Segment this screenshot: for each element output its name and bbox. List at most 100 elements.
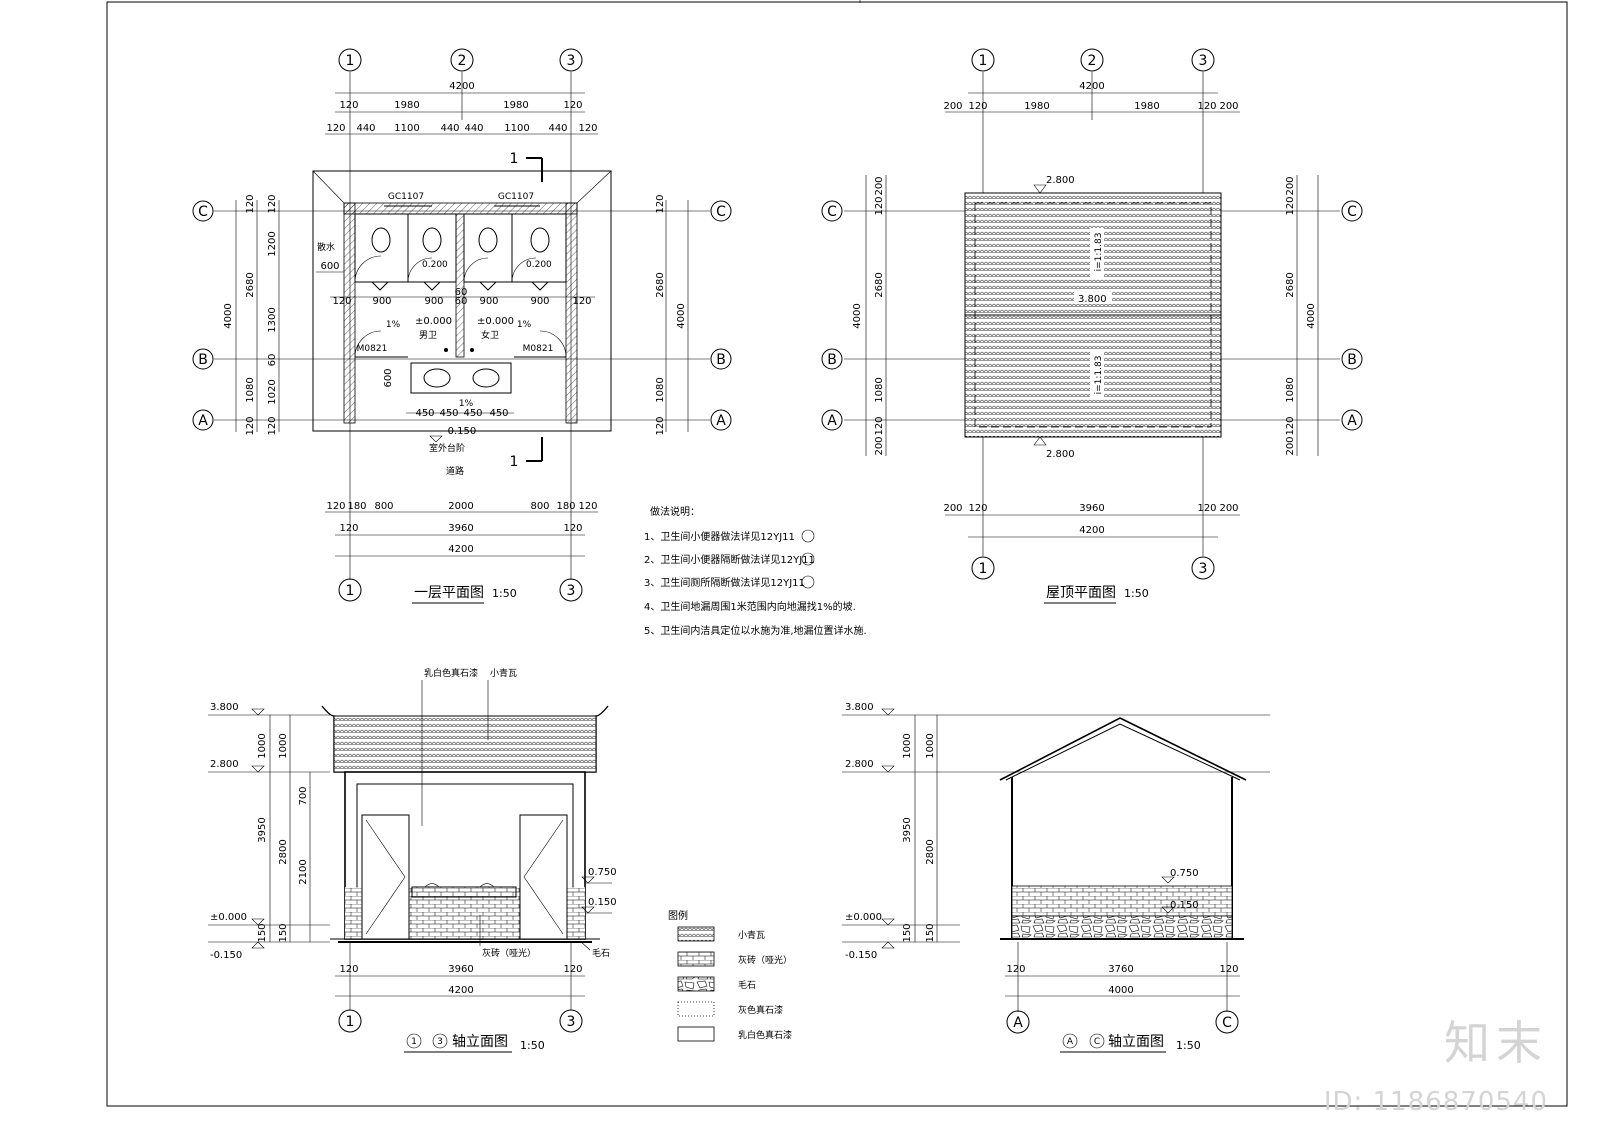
dim-600-ramp: 600 — [320, 261, 339, 272]
dim-120-right-top: 120 — [655, 194, 666, 213]
plan1-title: 一层平面图 — [414, 585, 484, 601]
dim-120-c: 120 — [326, 123, 345, 134]
roof-slope-bottom: i=1:1.83 — [1094, 356, 1104, 395]
elev1-label-tile: 小青瓦 — [490, 667, 517, 679]
stall-1 — [354, 213, 409, 283]
roof-axis-label-3: 3 — [1199, 53, 1208, 69]
stall-door-swing-4 — [511, 257, 537, 283]
axis-bubble-3-bottom — [559, 578, 583, 602]
legend-label-white-stucco: 乳白色真石漆 — [738, 1029, 792, 1041]
legend-swatch-brick — [677, 951, 715, 967]
note-item-2: 2、卫生间小便器隔断做法详见12YJ11 — [644, 553, 815, 566]
axis-label-c-left: C — [198, 204, 208, 220]
elev2-marker-0150 — [1161, 906, 1175, 914]
roof-axis-label-c-right: C — [1347, 204, 1357, 220]
wall-middle — [455, 213, 465, 358]
elev2-dim-2800: 2800 — [925, 839, 936, 864]
elev2-rubble-base — [1011, 915, 1233, 940]
elev2-marker-m0150 — [881, 941, 895, 949]
roof-dim-1080-right: 1080 — [1285, 377, 1296, 402]
note-ref-bubble-3 — [801, 575, 815, 589]
dim-600-counter: 600 — [383, 368, 394, 387]
elev1-dim-120-b: 120 — [563, 964, 582, 975]
elev2-gable-inner — [1005, 723, 1241, 781]
outdoor-step-label: 室外台阶 — [429, 442, 465, 454]
dim-180-a: 180 — [347, 501, 366, 512]
note-item-1: 1、卫生间小便器做法详见12YJ11 — [644, 530, 795, 543]
roof-axis-bubble-1-bottom — [971, 556, 995, 580]
elev2-title-bubble-to — [1089, 1033, 1105, 1049]
dim-440-a: 440 — [356, 123, 375, 134]
roof-axis-label-2: 2 — [1088, 53, 1097, 69]
elev1-axis-label-3: 3 — [567, 1014, 576, 1030]
elev1-dim-700: 700 — [298, 786, 309, 805]
elev2-gable-outer — [999, 717, 1247, 781]
elev1-axis-label-1: 1 — [346, 1014, 355, 1030]
elev2-dim-150-a: 150 — [902, 923, 913, 942]
ridge-elev-3800: 3.800 — [1078, 294, 1107, 305]
elev1-level-3800: 3.800 — [210, 702, 239, 713]
roof-dim-200-left-bot: 200 — [874, 436, 885, 455]
roof-dim-200-c: 200 — [943, 503, 962, 514]
roof-axis-bubble-a-right — [1341, 409, 1363, 431]
elev1-dim-1000-a: 1000 — [257, 733, 268, 758]
elev1-marker-0750 — [581, 876, 595, 884]
slope-label-bg-bottom — [1090, 350, 1104, 400]
dim-120-row-a: 120 — [332, 296, 351, 307]
dim-4000-left: 4000 — [223, 303, 234, 328]
axis-bubble-a-right — [710, 409, 732, 431]
elev1-axis-bubble-1 — [338, 1009, 362, 1033]
watermark-id: ID: 1186870540 — [1323, 1087, 1548, 1117]
elev2-dim-120-b: 120 — [1219, 964, 1238, 975]
slope-1pct-b: 1% — [517, 320, 532, 330]
section-mark-top: 1 — [510, 151, 519, 167]
squat-toilet-1 — [371, 227, 391, 253]
elev2-marker-000 — [881, 918, 895, 926]
wash-counter — [410, 362, 512, 394]
dim-1080-right: 1080 — [655, 377, 666, 402]
roof-eave-outline — [312, 170, 612, 432]
dim-2680-right: 2680 — [655, 272, 666, 297]
wall-east — [565, 202, 578, 424]
elev2-axis-bubble-a — [1006, 1010, 1030, 1034]
wash-basin-1 — [423, 368, 451, 388]
stall-4 — [511, 213, 567, 283]
roof-dim-4000-right: 4000 — [1306, 303, 1317, 328]
elev2-dim-4000: 4000 — [1108, 985, 1133, 996]
dim-1980-b: 1980 — [503, 100, 528, 111]
note-ref-bubble-2 — [801, 552, 815, 566]
dim-900-a: 900 — [372, 296, 391, 307]
roof-dim-4200-top: 4200 — [1079, 81, 1104, 92]
dim-450-c: 450 — [463, 408, 482, 419]
elev1-label-brick: 灰砖（哑光） — [482, 947, 536, 959]
dim-1020: 1020 — [267, 379, 278, 404]
urinal-2 — [423, 281, 441, 291]
wash-basin-2 — [472, 368, 500, 388]
roof-axis-label-b-right: B — [1347, 352, 1357, 368]
dim-900-b: 900 — [424, 296, 443, 307]
elev1-dim-120-a: 120 — [339, 964, 358, 975]
roof-axis-label-1-bottom: 1 — [979, 561, 988, 577]
axis-bubble-1 — [338, 48, 362, 72]
axis-bubble-a-left — [192, 409, 214, 431]
roof-axis-bubble-c-right — [1341, 200, 1363, 222]
elev1-door-right-swing — [523, 819, 564, 935]
elev2-title: 轴立面图 — [1108, 1034, 1164, 1050]
urinal-1 — [371, 281, 389, 291]
roof-axis-label-b-left: B — [827, 352, 837, 368]
elev1-level-000: ±0.000 — [210, 912, 247, 923]
roof-axis-bubble-2 — [1080, 48, 1104, 72]
level-marker-2800 — [251, 765, 265, 773]
elev1-dim-2100: 2100 — [298, 859, 309, 884]
legend-title: 图例 — [668, 909, 688, 922]
construction-notes: 做法说明： 1、卫生间小便器做法详见12YJ11 2、卫生间小便器隔断做法详见1… — [644, 505, 867, 637]
dim-440-b: 440 — [440, 123, 459, 134]
elev2-level-0750: 0.750 — [1170, 868, 1199, 879]
roof-axis-bubble-a-left — [821, 409, 843, 431]
note-item-4: 4、卫生间地漏周围1米范围内向地漏找1%的坡. — [644, 600, 856, 613]
roof-plan-scale: 1:50 — [1124, 587, 1149, 600]
elev2-level-000: ±0.000 — [845, 912, 882, 923]
axis-bubble-b-right — [710, 348, 732, 370]
axis-label-b-right: B — [716, 352, 726, 368]
elev1-door-left — [361, 814, 410, 940]
